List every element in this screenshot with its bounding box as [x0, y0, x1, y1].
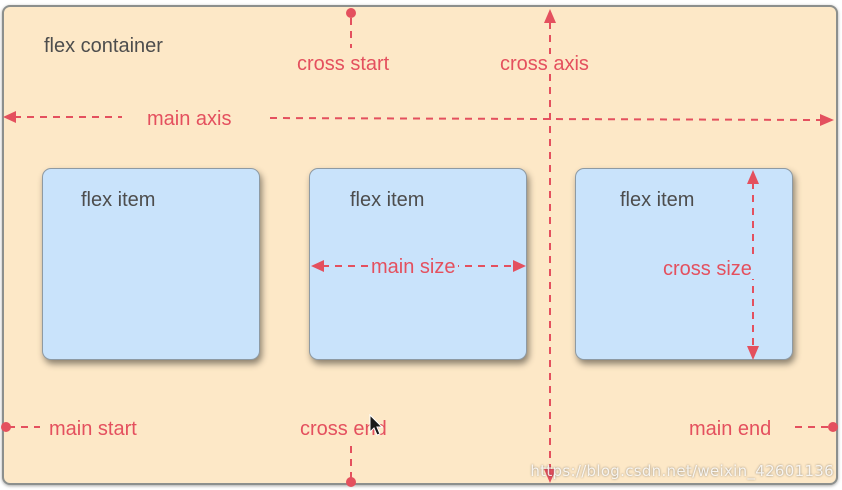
cross-end-label: cross end [300, 418, 387, 440]
main-size-label: main size [368, 257, 459, 277]
main-axis-label: main axis [147, 108, 232, 130]
cross-size-label: cross size [660, 259, 755, 279]
cross-size-bottom-arrowhead [747, 346, 759, 360]
cross-axis-top-arrowhead [544, 9, 556, 23]
watermark-url: https://blog.csdn.net/weixin_42601136 [530, 462, 834, 480]
main-size-right-arrowhead [513, 260, 526, 272]
main-start-label: main start [49, 418, 137, 440]
main-axis-right-arrowhead [820, 114, 834, 126]
cross-size-top-arrowhead [747, 170, 759, 184]
cross-end-dot [346, 477, 356, 487]
main-axis-line-right [269, 117, 821, 121]
flex-item-label: flex item [81, 189, 156, 211]
main-axis-left-arrowhead [3, 111, 16, 123]
main-start-dot [1, 422, 11, 432]
cross-axis-label: cross axis [496, 54, 593, 74]
cross-axis-bottom-arrowhead [544, 469, 556, 483]
cross-start-dot [346, 8, 356, 18]
main-end-dot [828, 422, 838, 432]
flex-item-1: flex item [42, 168, 260, 360]
main-size-left-arrowhead [311, 260, 324, 272]
flex-item-label: flex item [620, 189, 695, 211]
cross-start-label: cross start [297, 53, 390, 75]
main-end-label: main end [689, 418, 772, 440]
mouse-cursor-icon [369, 414, 384, 436]
flex-container-label: flex container [44, 35, 163, 57]
flex-item-label: flex item [350, 189, 425, 211]
